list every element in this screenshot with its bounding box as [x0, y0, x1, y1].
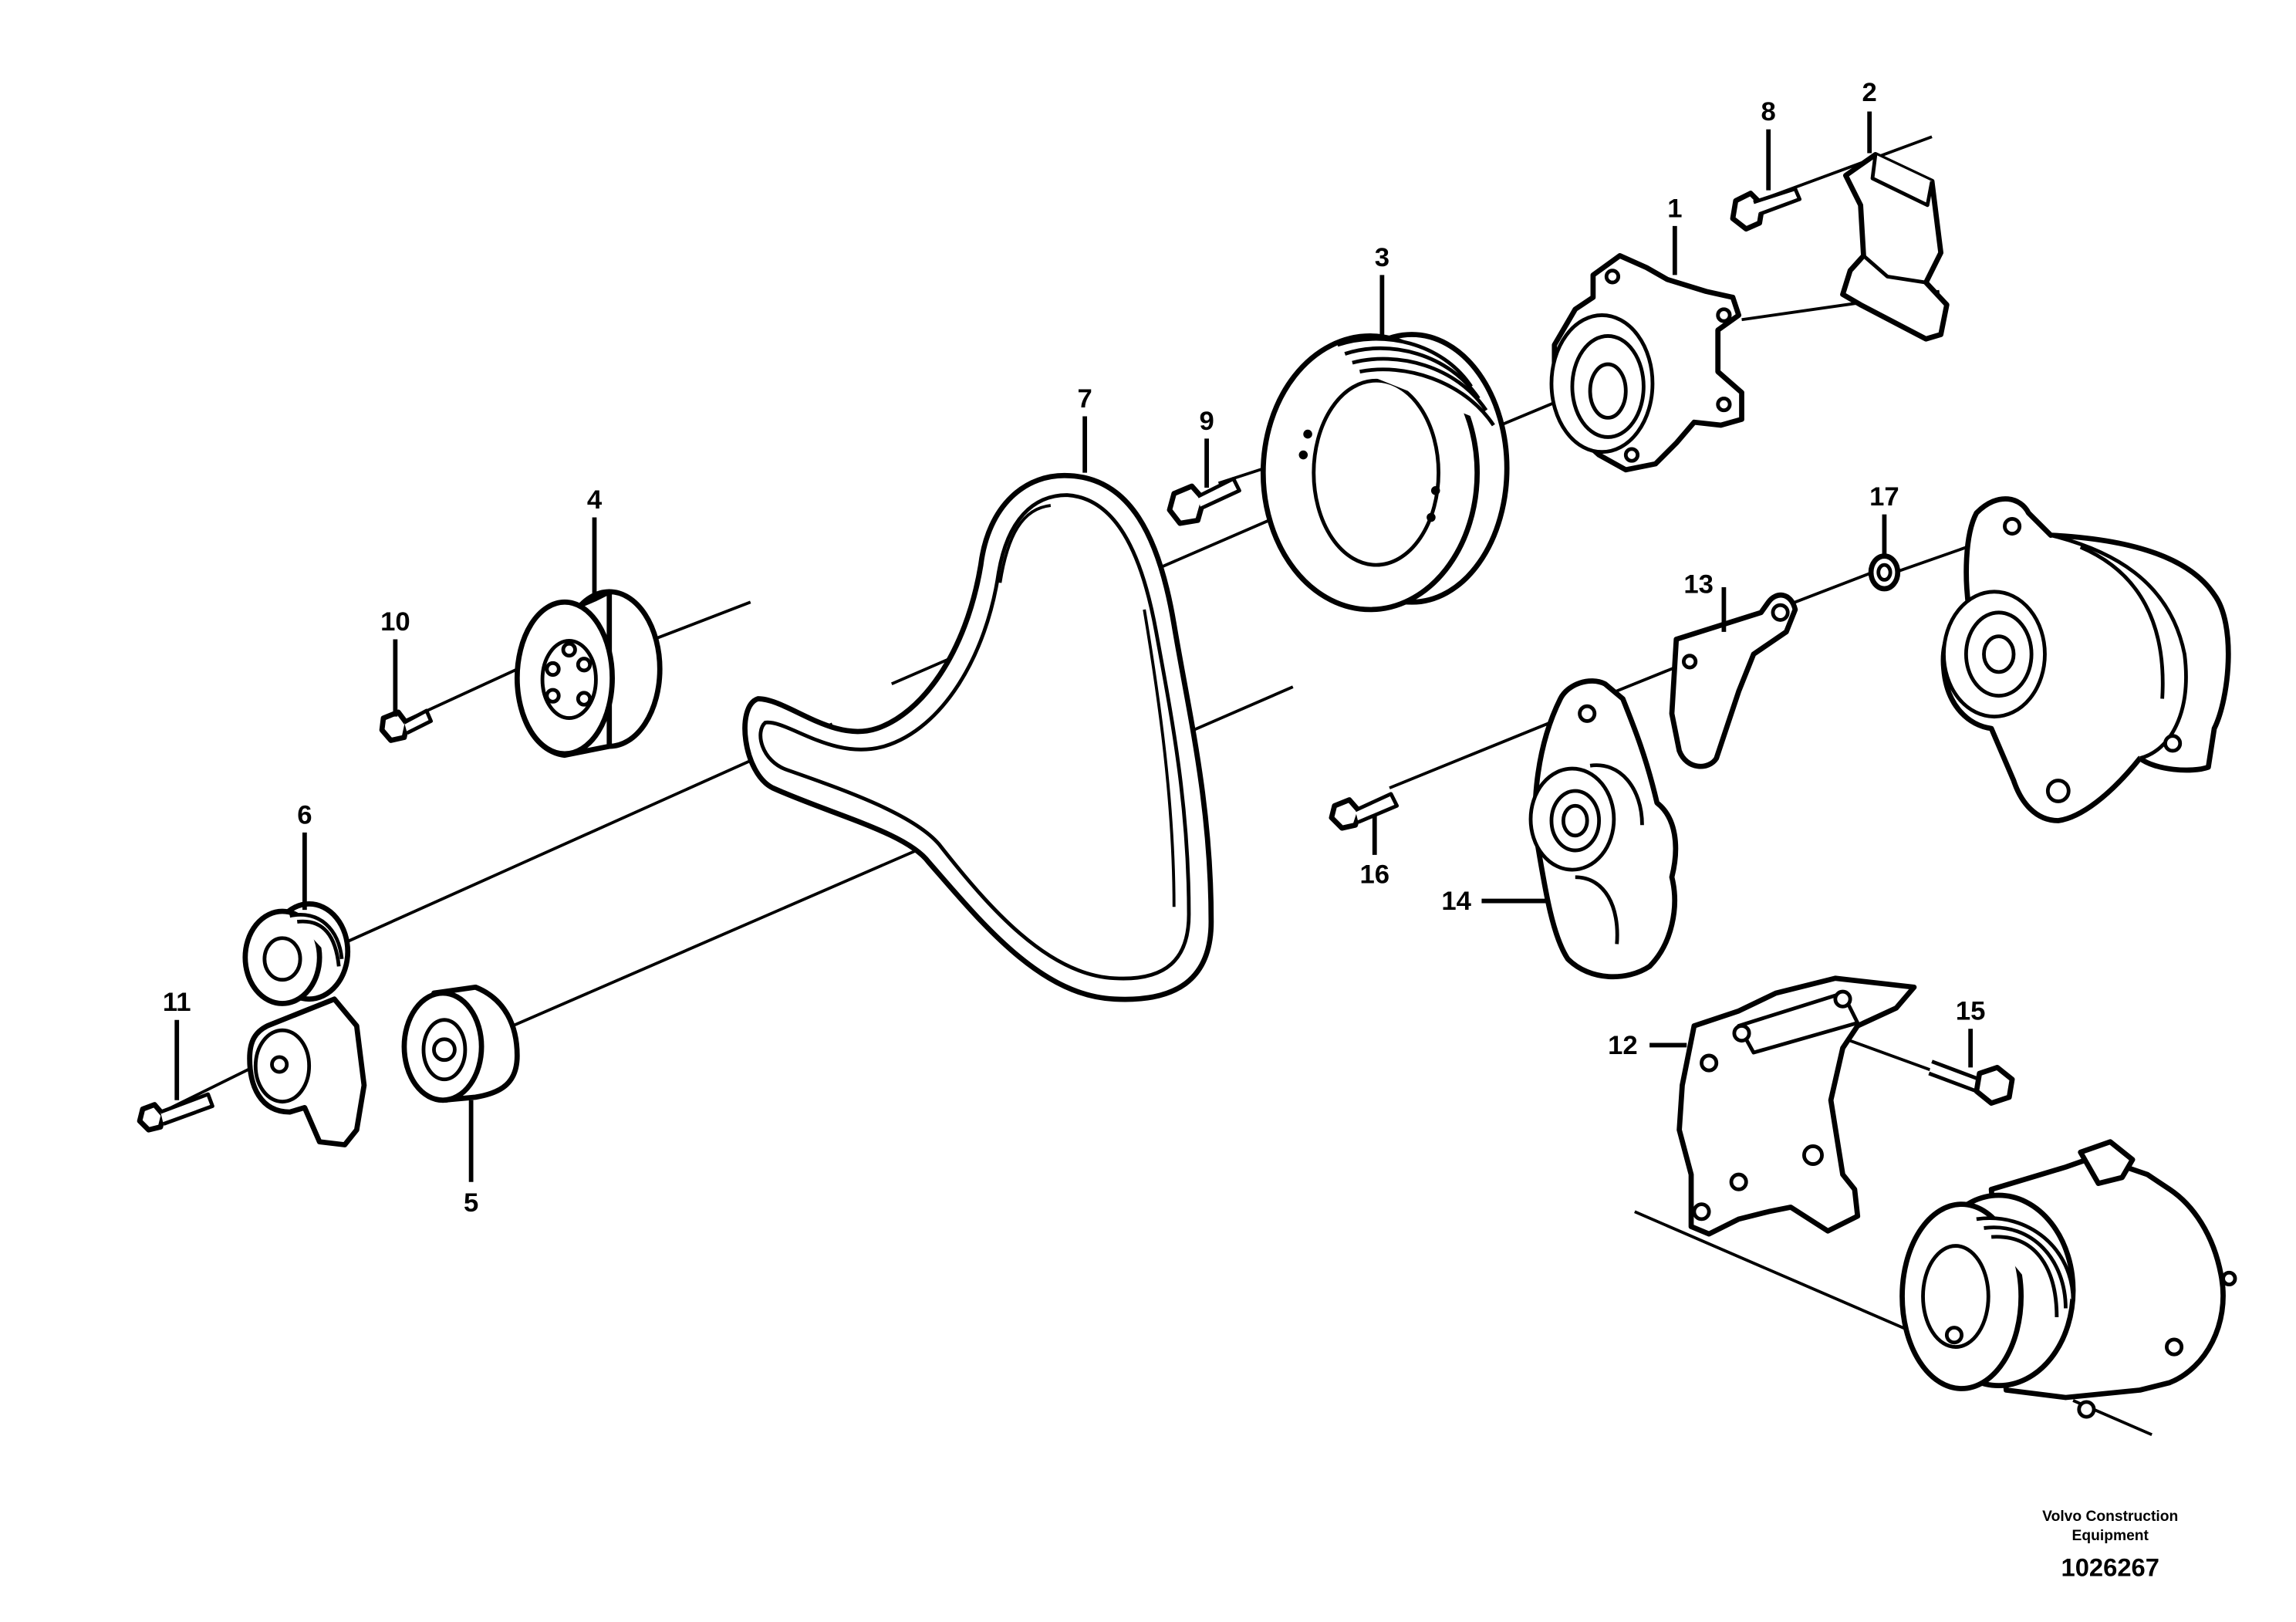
callout-5: 5 — [464, 1188, 478, 1218]
callout-4: 4 — [587, 485, 603, 515]
drawing-number: 1026267 — [2061, 1553, 2159, 1581]
callout-9: 9 — [1199, 407, 1214, 436]
part-7-belt — [742, 473, 1214, 1002]
callout-6: 6 — [297, 800, 312, 830]
callout-3: 3 — [1375, 243, 1389, 272]
part-5-idler-pulley — [401, 984, 520, 1103]
part-12-compressor-bracket — [1676, 975, 1917, 1237]
part-4-idler-pulley — [514, 589, 663, 759]
part-17-washer — [1868, 553, 1901, 592]
part-9-bolt — [1167, 476, 1241, 526]
part-10-bolt — [379, 708, 434, 743]
part-11-tensioner-arm — [137, 996, 367, 1147]
company-name-line1: Volvo Construction — [2042, 1509, 2178, 1525]
callout-11: 11 — [163, 988, 191, 1017]
callout-7: 7 — [1077, 384, 1092, 414]
callout-14: 14 — [1441, 887, 1471, 916]
part-14-belt-tensioner — [1528, 678, 1679, 980]
part-1-hub — [1549, 253, 1744, 473]
callout-2: 2 — [1862, 78, 1877, 107]
callout-10: 10 — [380, 607, 410, 637]
part-6-tensioner-pulley — [242, 901, 351, 1006]
part-3-pulley — [1260, 332, 1510, 613]
callout-leaders — [174, 111, 1974, 1182]
callout-13: 13 — [1683, 570, 1714, 600]
callout-15: 15 — [1956, 997, 1986, 1026]
callout-17: 17 — [1869, 482, 1899, 512]
footer: Volvo Construction Equipment 1026267 — [2042, 1509, 2178, 1581]
callout-8: 8 — [1761, 97, 1776, 127]
part-16-bolt — [1329, 792, 1400, 831]
part-2-bracket — [1840, 152, 1950, 342]
callout-12: 12 — [1608, 1031, 1638, 1060]
alternator — [1940, 496, 2231, 823]
callout-16: 16 — [1359, 860, 1389, 889]
part-15-bolt — [1928, 1059, 2015, 1106]
part-13-bracket-plate — [1669, 592, 1798, 769]
part-8-bolt — [1730, 187, 1802, 232]
ac-compressor — [1899, 1139, 2237, 1419]
callout-numbers: 1 2 3 4 5 6 7 8 9 10 11 12 13 14 15 16 1… — [163, 78, 1986, 1218]
callout-1: 1 — [1667, 194, 1682, 223]
company-name-line2: Equipment — [2071, 1528, 2149, 1544]
